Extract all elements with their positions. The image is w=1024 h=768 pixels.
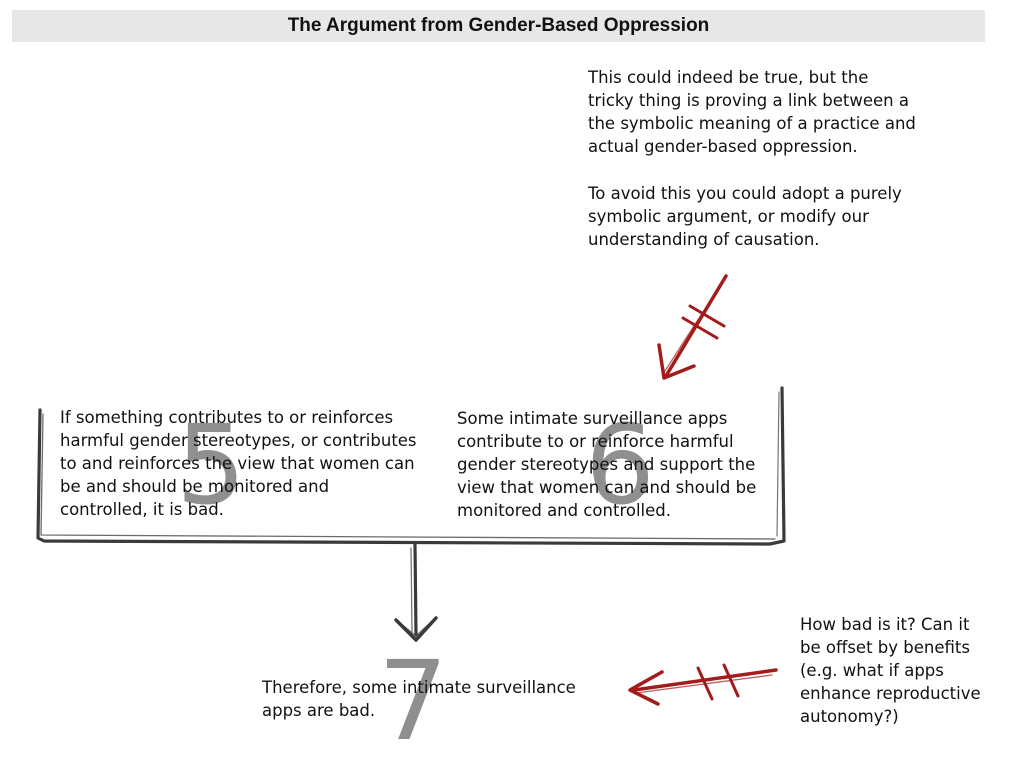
inference-arrow [394,543,438,642]
objection-arrow-top [657,274,728,380]
objection-top-paragraph-1: This could indeed be true, but the trick… [588,68,916,156]
page-title: The Argument from Gender-Based Oppressio… [287,15,710,36]
conclusion-number: 7 [378,637,448,765]
objection-top-paragraph-2: To avoid this you could adopt a purely s… [588,184,902,249]
title-bar: The Argument from Gender-Based Oppressio… [12,10,985,42]
conclusion-text: Therefore, some intimate surveillance ap… [262,678,576,720]
premise-5-text: If something contributes to or reinforce… [60,408,417,519]
premise-6-text: Some intimate surveillance apps contribu… [457,409,757,520]
objection-right-text: How bad is it? Can it be offset by benef… [800,615,981,726]
objection-arrow-right [628,663,778,706]
